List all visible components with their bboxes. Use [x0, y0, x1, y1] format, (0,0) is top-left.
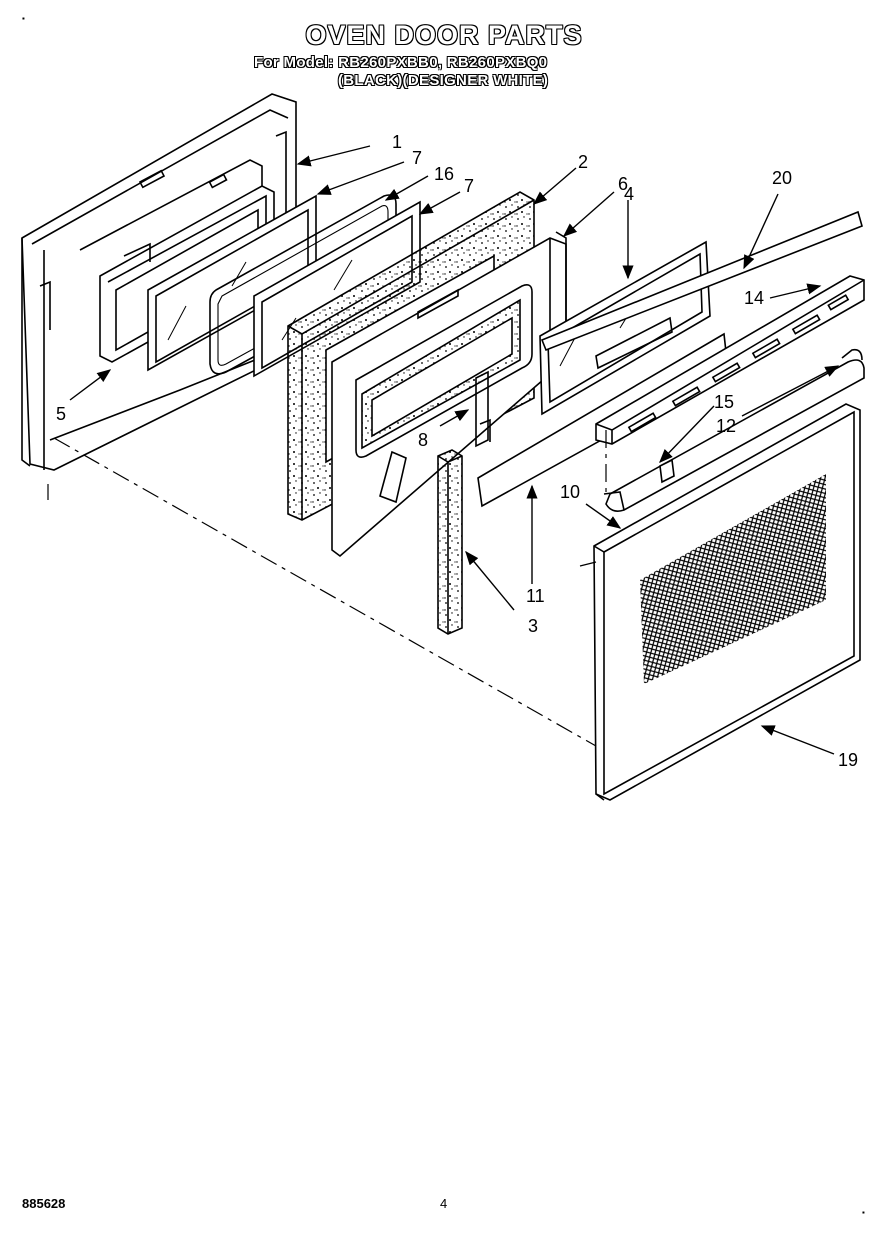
- vent-trim: [595, 275, 865, 445]
- model-line: For Model: RB260PXBB0, RB260PXBQ0: [254, 54, 548, 71]
- callout-label: 2: [578, 152, 588, 172]
- callout-label: 5: [56, 404, 66, 424]
- callout-label: 15: [714, 392, 734, 412]
- callout-label: 7: [412, 148, 422, 168]
- callout-label: 14: [744, 288, 764, 308]
- callout-label: 16: [434, 164, 454, 184]
- callout-label: 11: [526, 586, 545, 606]
- document-number: 885628: [22, 1196, 66, 1211]
- page-number: 4: [440, 1196, 448, 1211]
- callout-label: 4: [624, 184, 634, 204]
- door-liner: [331, 231, 567, 558]
- callout-label: 3: [528, 616, 538, 636]
- leader-arrows: [69, 145, 840, 755]
- callout-label: 8: [418, 430, 428, 450]
- page-title: OVEN DOOR PARTS: [305, 20, 583, 50]
- outer-glass: [539, 240, 711, 416]
- callout-label: 19: [838, 750, 858, 770]
- color-line: (BLACK)(DESIGNER WHITE): [338, 72, 549, 89]
- callout-label: 6: [618, 174, 628, 194]
- assembly-guide-lines: [53, 430, 607, 747]
- callout-label: 20: [772, 168, 792, 188]
- registration-mark: ▪: [862, 1208, 865, 1217]
- callout-labels: 1 7 16 7 2 6 4 20 14 5 8 15 12 10 11 3 1…: [56, 132, 858, 770]
- callout-label: 1: [392, 132, 402, 152]
- callout-label: 12: [716, 416, 736, 436]
- callout-label: 10: [560, 482, 580, 502]
- outer-door-panel: [593, 403, 861, 801]
- insulation-strip: [437, 449, 463, 635]
- registration-mark: ▪: [22, 14, 25, 23]
- callout-label: 7: [464, 176, 474, 196]
